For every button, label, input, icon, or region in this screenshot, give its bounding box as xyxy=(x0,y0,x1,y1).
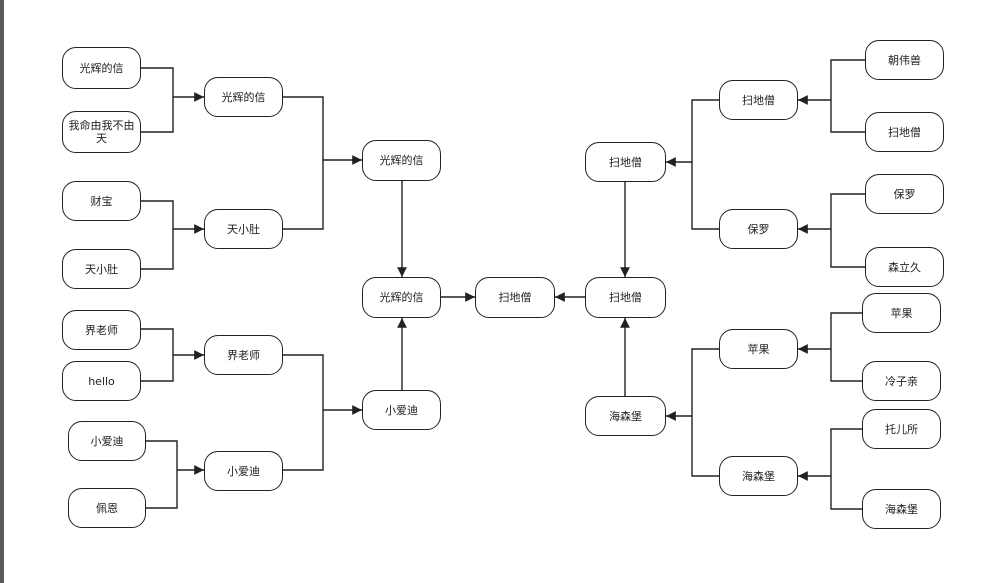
node-right-r1-2[interactable]: 扫地僧 xyxy=(865,112,944,152)
node-left-r2-4[interactable]: 小爱迪 xyxy=(204,451,283,491)
node-right-r1-7[interactable]: 托儿所 xyxy=(862,409,941,449)
connector-r2-b xyxy=(666,348,719,477)
node-left-r2-3[interactable]: 界老师 xyxy=(204,335,283,375)
node-right-r2-4[interactable]: 海森堡 xyxy=(719,456,798,496)
connector-l1-b xyxy=(141,200,204,270)
node-right-r2-3[interactable]: 苹果 xyxy=(719,329,798,369)
connector-l1-c xyxy=(141,328,204,382)
connector-r1-c xyxy=(798,312,862,382)
node-right-semi-1[interactable]: 扫地僧 xyxy=(585,142,666,182)
connector-l2-b xyxy=(283,354,362,471)
node-left-r1-4[interactable]: 天小肚 xyxy=(62,249,141,289)
connector-l2-a xyxy=(283,96,362,230)
node-right-r1-8[interactable]: 海森堡 xyxy=(862,489,941,529)
node-left-r1-6[interactable]: hello xyxy=(62,361,141,401)
node-right-final[interactable]: 扫地僧 xyxy=(585,277,666,318)
connector-l1-a xyxy=(141,67,204,133)
connector-r1-d xyxy=(798,428,862,510)
window-edge xyxy=(0,0,4,583)
node-left-final[interactable]: 光辉的信 xyxy=(362,277,441,318)
node-right-r2-1[interactable]: 扫地僧 xyxy=(719,80,798,120)
node-left-r2-2[interactable]: 天小肚 xyxy=(204,209,283,249)
node-right-r2-2[interactable]: 保罗 xyxy=(719,209,798,249)
node-right-r1-6[interactable]: 冷子亲 xyxy=(862,361,941,401)
connector-r1-b xyxy=(798,193,865,268)
node-left-r1-5[interactable]: 界老师 xyxy=(62,310,141,350)
node-left-semi-1[interactable]: 光辉的信 xyxy=(362,140,441,181)
node-left-semi-2[interactable]: 小爱迪 xyxy=(362,390,441,430)
node-left-r1-2[interactable]: 我命由我不由天 xyxy=(62,111,141,153)
node-left-r1-8[interactable]: 佩恩 xyxy=(68,488,146,528)
connector-r1-a xyxy=(798,59,865,133)
node-left-r2-1[interactable]: 光辉的信 xyxy=(204,77,283,117)
node-right-semi-2[interactable]: 海森堡 xyxy=(585,396,666,436)
connector-r2-a xyxy=(666,99,719,230)
node-right-r1-1[interactable]: 朝伟兽 xyxy=(865,40,944,80)
node-right-r1-5[interactable]: 苹果 xyxy=(862,293,941,333)
node-left-r1-1[interactable]: 光辉的信 xyxy=(62,47,141,89)
node-left-r1-3[interactable]: 财宝 xyxy=(62,181,141,221)
node-left-r1-7[interactable]: 小爱迪 xyxy=(68,421,146,461)
node-champion[interactable]: 扫地僧 xyxy=(475,277,555,318)
connector-l1-d xyxy=(146,440,204,509)
node-right-r1-3[interactable]: 保罗 xyxy=(865,174,944,214)
node-right-r1-4[interactable]: 森立久 xyxy=(865,247,944,287)
